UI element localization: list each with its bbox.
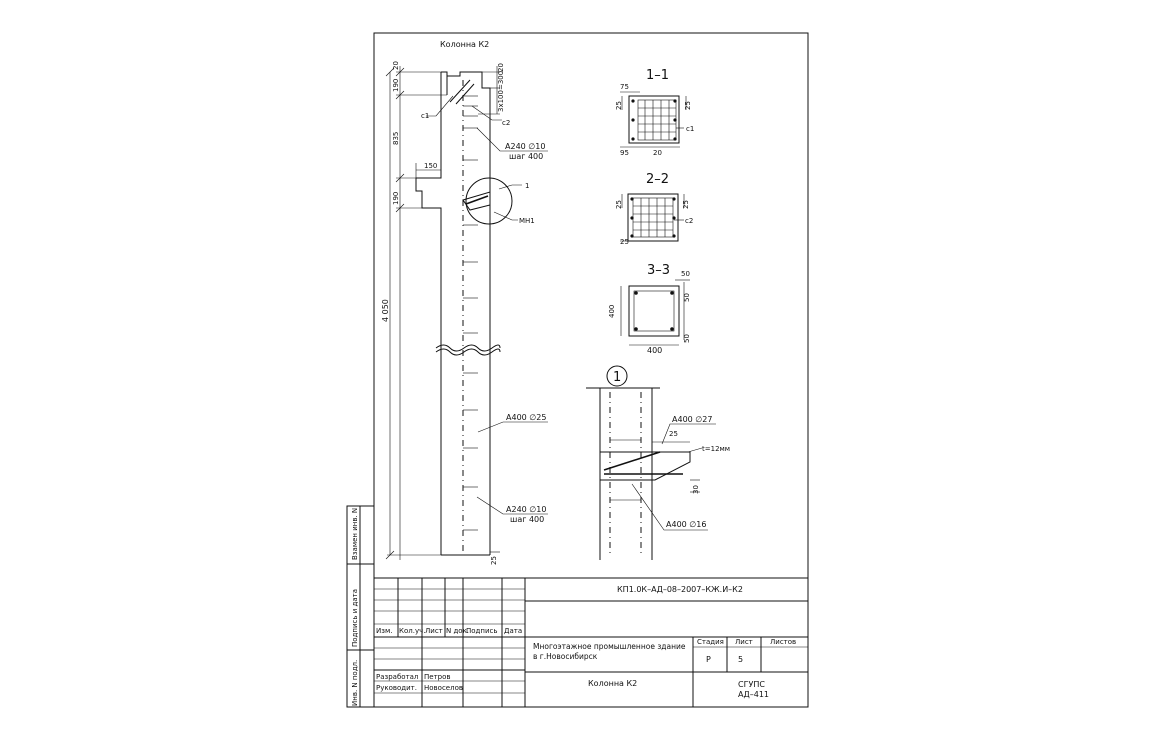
s11-d25a: 25 [615,101,623,110]
label-mn1: МН1 [519,217,535,225]
head-izm: Изм. [376,627,392,635]
s22-d25c: 25 [620,238,629,246]
dim-835: 835 [392,132,400,145]
node-rebar-top: А400 ∅27 [672,415,712,424]
s22-d25b: 25 [682,200,690,209]
column-leaders [426,95,548,515]
name-supervisor: Новоселов [424,684,463,692]
node-number: 1 [613,370,621,385]
name-developer: Петров [424,673,451,681]
role-developer: Разработал [376,673,418,681]
s33-d50a: 50 [681,270,690,278]
stirrups [463,95,478,531]
label-rebar-bottom: А240 ∅10 [506,505,546,514]
node-rebar-bottom: А400 ∅16 [666,520,706,529]
s11-d25b: 25 [684,101,692,110]
s11-d75: 75 [620,83,629,91]
s22-c2: с2 [685,217,693,225]
node-plate: t=12мм [702,445,730,453]
head-date: Дата [504,627,522,635]
s11-d95: 95 [620,149,629,157]
dim-3x100: 3х100=300 [497,71,505,112]
head-list: Лист [425,627,443,635]
sheet-title: Колонна К2 [588,679,637,688]
dim-4050: 4 050 [381,299,390,322]
stage-header: Стадия [697,638,724,646]
s11-c1: с1 [686,125,694,133]
s33-d50c: 50 [683,334,691,343]
side-sign-date: Подпись и дата [351,589,359,647]
sheets-header: Листов [770,638,796,646]
section-2-2 [620,193,685,242]
label-c2: с2 [502,119,510,127]
label-rebar-top: А240 ∅10 [505,142,545,151]
doc-code: КП1.0К–АД–08–2007–КЖ.И–К2 [617,585,743,594]
dim-190a: 190 [392,79,400,92]
org-name: СГУПС [738,680,765,689]
column-dimensions [385,66,500,560]
dim-25: 25 [490,556,498,565]
node-d30: 30 [692,485,700,494]
s11-d20: 20 [653,149,662,157]
dim-150: 150 [424,162,437,170]
label-step-top: шаг 400 [509,152,543,161]
side-inv-orig: Инв. N подл. [351,660,359,706]
section-3-3-title: 3–3 [647,263,670,278]
stage-value: Р [706,655,711,664]
sheet-value: 5 [738,655,743,664]
label-c1: с1 [421,112,429,120]
dim-20b: 20 [497,63,505,72]
head-kolvo: Кол.уч. [399,627,425,635]
label-rebar-main: А400 ∅25 [506,413,546,422]
node-leader-plate [687,447,703,453]
head-ndoc: N док. [446,627,469,635]
sheet-frame [373,32,809,708]
label-ref1: 1 [525,182,529,190]
node-leader-top [661,423,716,445]
node-d25: 25 [669,430,678,438]
s33-d50b: 50 [683,293,691,302]
s33-d400v: 400 [608,305,616,318]
dim-190b: 190 [392,192,400,205]
s33-d400h: 400 [647,346,662,355]
section-3-3 [620,279,690,346]
label-step-bottom: шаг 400 [510,515,544,524]
section-1-1-title: 1–1 [646,68,669,83]
side-replace-inv: Взамен инв. N [351,508,359,560]
title-block [374,577,808,707]
section-1-1 [620,91,687,148]
s22-d25a: 25 [615,200,623,209]
org-group: АД–411 [738,690,769,699]
node-leader-bottom [631,483,708,531]
sheet-header: Лист [735,638,753,646]
role-supervisor: Руководит. [376,684,417,692]
project-name: Многоэтажное промышленное здание в г.Нов… [533,642,686,661]
head-sign: Подпись [466,627,498,635]
column-title: Колонна К2 [440,40,489,49]
column-elevation [415,71,513,556]
node-detail [586,387,700,560]
section-2-2-title: 2–2 [646,172,669,187]
node-marker [606,365,628,387]
dim-20a: 20 [392,61,400,70]
